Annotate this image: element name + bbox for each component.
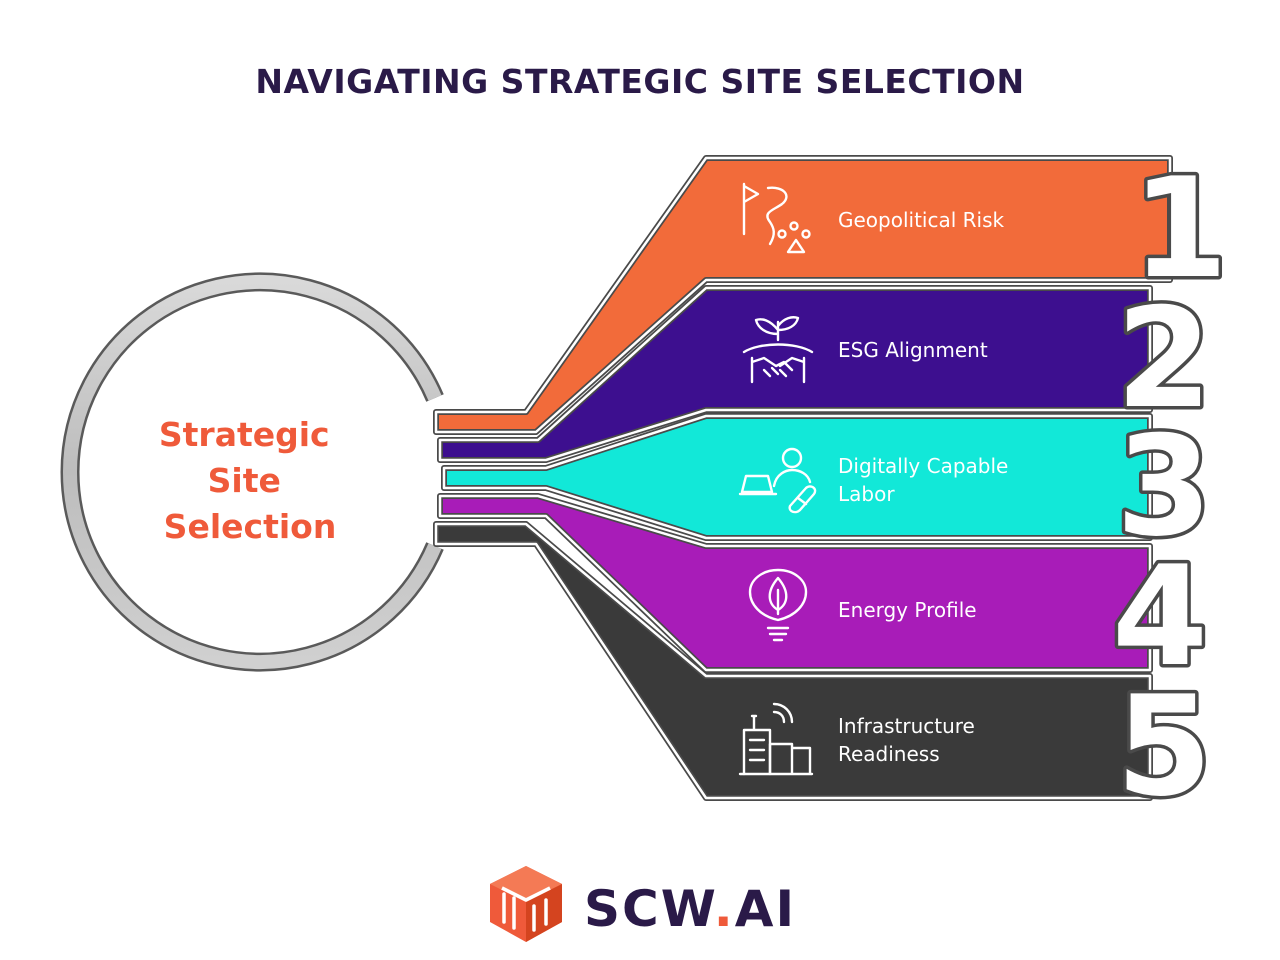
brand-name: SCW.AI [584,880,796,938]
remote-worker-icon [738,447,817,514]
band-number-3: 3 [1116,406,1212,567]
page-title: NAVIGATING STRATEGIC SITE SELECTION [255,62,1025,101]
band-label-digitally-capable-labor: Digitally Capable Labor [838,454,1015,506]
hub-label-line-3: Selection [164,507,337,546]
hub-label: Strategic Site Selection [159,415,341,546]
hub-label-line-1: Strategic [159,415,330,454]
band-number-4: 4 [1112,536,1208,697]
band-label-esg-alignment: ESG Alignment [838,338,988,362]
city-signal-icon [738,702,814,776]
band-number-2: 2 [1116,278,1212,439]
hub-ring [60,272,444,672]
handshake-plant-icon [742,316,814,384]
band-number-5: 5 [1116,666,1212,827]
band-label-energy-profile: Energy Profile [838,598,977,622]
leaf-bulb-icon [748,568,808,642]
band-esg-alignment: ESG Alignment 2 [437,275,1216,463]
band-number-1: 1 [1132,148,1228,309]
band-label-infrastructure-readiness: Infrastructure Readiness [838,714,981,766]
band-energy-profile: Energy Profile 4 [437,493,1212,701]
brand-logo: SCW.AI [490,866,796,942]
flag-route-icon [742,182,811,254]
band-infrastructure-readiness: Infrastructure Readiness 5 [433,521,1216,831]
band-geopolitical-risk: Geopolitical Risk 1 [433,145,1232,435]
band-digitally-capable-labor: Digitally Capable Labor 3 [441,403,1216,571]
hub-label-line-2: Site [208,461,281,500]
cube-logo-icon [490,866,562,942]
band-label-geopolitical-risk: Geopolitical Risk [838,208,1005,232]
